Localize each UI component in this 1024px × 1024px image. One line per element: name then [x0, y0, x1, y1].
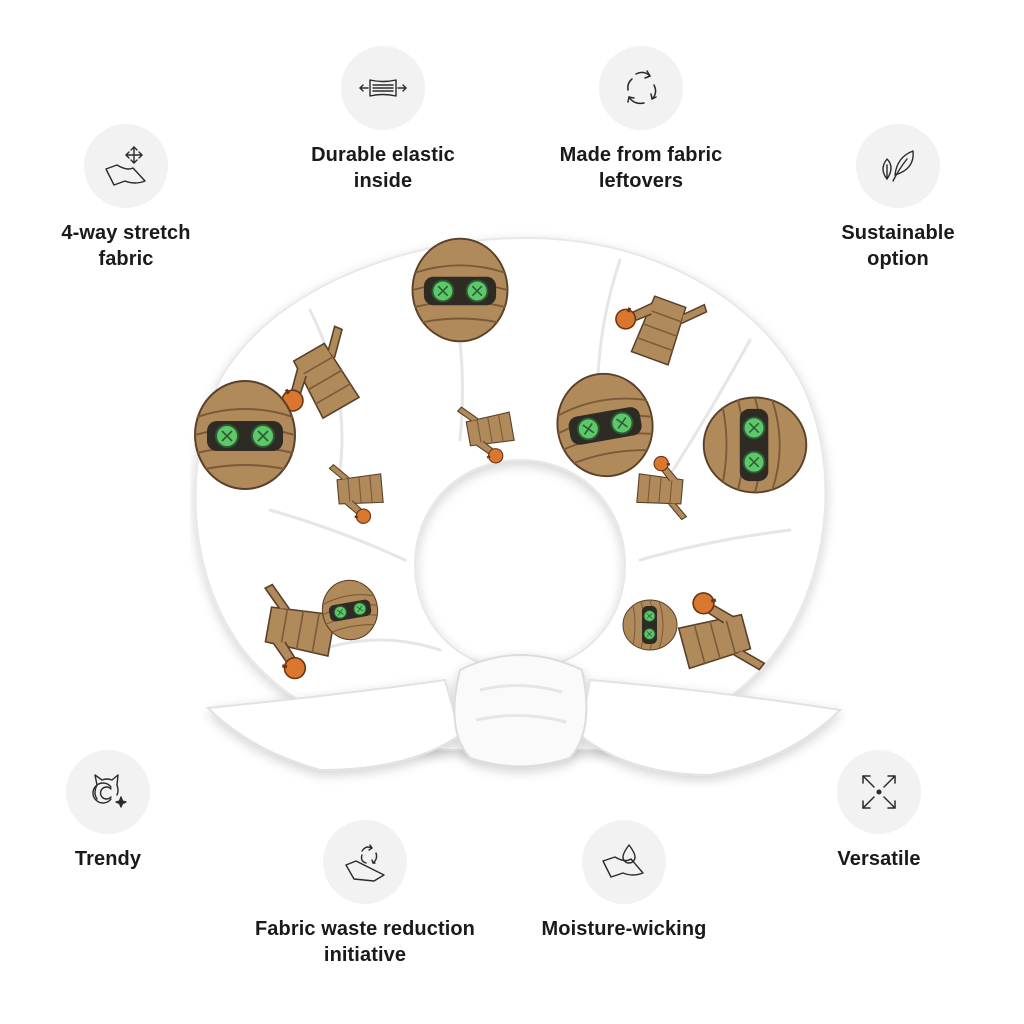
trendy-cat-icon — [66, 750, 150, 834]
fabric-recycle-icon — [323, 820, 407, 904]
feature-label: Versatile — [837, 848, 921, 870]
feature-waste-reduction: Fabric waste reduction initiative — [245, 820, 485, 968]
water-drop-icon — [582, 820, 666, 904]
scrunchie-product-image — [194, 236, 843, 777]
expand-arrows-icon — [837, 750, 921, 834]
feature-trendy: Trendy — [0, 750, 228, 872]
feature-label: Made from fabric leftovers — [559, 144, 723, 192]
feature-label: Trendy — [74, 848, 142, 870]
stretch-fabric-icon — [84, 124, 168, 208]
elastic-icon — [341, 46, 425, 130]
feature-fabric-leftovers: Made from fabric leftovers — [521, 46, 761, 194]
feature-label: Sustainable option — [841, 222, 955, 270]
feature-durable-elastic: Durable elastic inside — [263, 46, 503, 194]
feature-label: 4-way stretch fabric — [61, 222, 191, 270]
feature-label: Fabric waste reduction initiative — [254, 918, 476, 966]
feature-versatile: Versatile — [759, 750, 999, 872]
feature-moisture-wicking: Moisture-wicking — [504, 820, 744, 942]
feature-label: Moisture-wicking — [541, 918, 707, 940]
feature-label: Durable elastic inside — [311, 144, 455, 192]
leaves-icon — [856, 124, 940, 208]
recycle-icon — [599, 46, 683, 130]
feature-4-way-stretch: 4-way stretch fabric — [6, 124, 246, 272]
feature-sustainable: Sustainable option — [778, 124, 1018, 272]
